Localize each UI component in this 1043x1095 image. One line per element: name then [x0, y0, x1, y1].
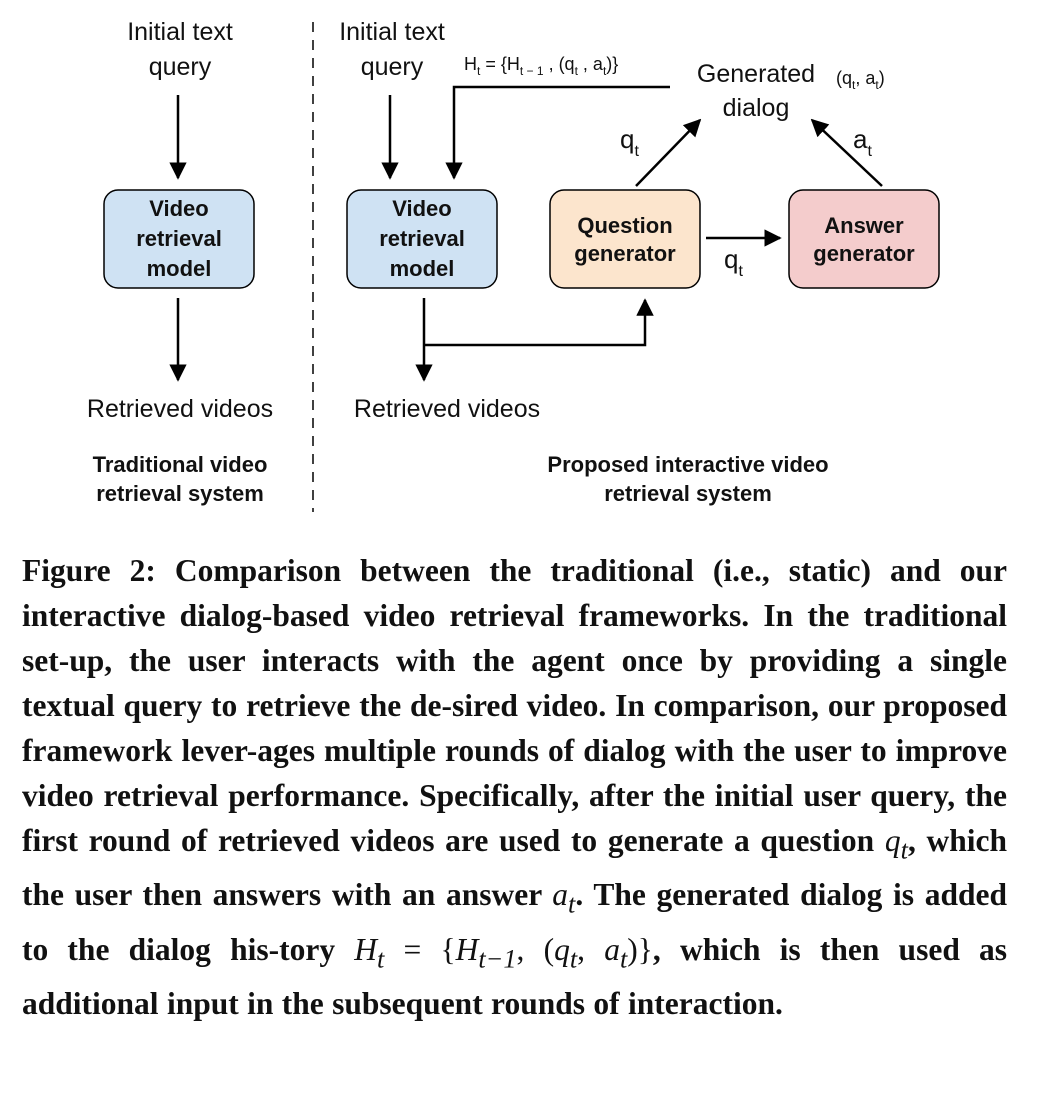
right-model-label-2: retrieval: [379, 226, 465, 251]
caption-line-10a: answer: [445, 877, 542, 913]
right-system-caption-2: retrieval system: [604, 481, 772, 506]
caption-line-4: once by providing a single textual query…: [22, 643, 1008, 723]
figure-caption: Figure 2: Comparison between the traditi…: [22, 548, 1007, 1026]
right-model-label-3: model: [390, 256, 455, 281]
answer-generator-label-2: generator: [813, 241, 915, 266]
left-model-label-1: Video: [149, 196, 209, 221]
answer-generator-label-1: Answer: [824, 213, 904, 238]
caption-line-1: Figure 2: Comparison between the traditi…: [22, 553, 871, 588]
caption-line-9b: , which the user then answers with an: [22, 823, 1008, 913]
framework-diagram: Initial text query Video retrieval model…: [87, 18, 940, 512]
caption-line-5: sired video. In comparison, our proposed…: [22, 688, 1007, 768]
q-symbol-upper: qt: [620, 124, 639, 160]
left-input-label-1: Initial text: [127, 18, 233, 46]
right-input-label-2: query: [361, 53, 424, 81]
answer-to-dialog-arrow: [810, 118, 883, 187]
left-model-label-3: model: [147, 256, 212, 281]
dialog-label-2: dialog: [723, 94, 790, 122]
q-symbol-lower: qt: [724, 244, 743, 280]
retrieved-to-question-arrow: [424, 298, 654, 347]
right-system-caption-1: Proposed interactive video: [547, 452, 828, 477]
caption-line-10b: . The generated dialog is added to the d…: [22, 877, 1008, 967]
caption-line-8: user query, the first round of retrieved…: [22, 778, 1007, 858]
caption-line-9a: generate a question: [607, 823, 875, 858]
caption-line-3: In the traditional set-up, the user inte…: [22, 598, 1008, 678]
left-retrieval-model-box: [103, 189, 255, 289]
left-system-caption-2: retrieval system: [96, 481, 264, 506]
question-to-dialog-arrow: [635, 118, 702, 187]
left-model-label-2: retrieval: [136, 226, 222, 251]
caption-history-formula: Ht = {Ht−1, (qt, at)}: [354, 931, 653, 973]
answer-generator-box: [788, 189, 940, 289]
pair-formula: (qt, at): [836, 68, 885, 92]
right-model-label-1: Video: [392, 196, 452, 221]
question-generator-box: [549, 189, 701, 289]
question-generator-label-1: Question: [577, 213, 672, 238]
traditional-system: Initial text query Video retrieval model…: [87, 18, 273, 506]
dialog-label-1: Generated: [697, 60, 815, 88]
right-output-label: Retrieved videos: [354, 395, 540, 423]
left-output-label: Retrieved videos: [87, 395, 273, 423]
caption-question-symbol: qt: [884, 823, 908, 865]
left-system-caption-1: Traditional video: [93, 452, 268, 477]
history-formula: Ht = {Ht − 1 , (qt , at)}: [464, 54, 618, 78]
right-retrieval-model-box: [346, 189, 498, 289]
caption-answer-symbol: at: [552, 877, 576, 919]
question-generator-label-2: generator: [574, 241, 676, 266]
history-feedback-arrow: [445, 85, 670, 180]
right-input-label-1: Initial text: [339, 18, 445, 46]
caption-line-12: input in the subsequent rounds of intera…: [166, 985, 783, 1021]
caption-line-7: video retrieval performance. Specificall…: [22, 778, 794, 813]
caption-line-11a: tory: [279, 931, 336, 967]
caption-line-6: ages multiple rounds of dialog with the …: [257, 733, 1007, 768]
caption-line-11b: , which is then used as additional: [22, 931, 1008, 1021]
a-symbol: at: [853, 124, 872, 160]
left-input-label-2: query: [149, 53, 212, 81]
proposed-system: Initial text query Ht = {Ht − 1 , (qt , …: [339, 18, 940, 506]
caption-line-2: and our interactive dialog-based video r…: [22, 553, 1008, 633]
